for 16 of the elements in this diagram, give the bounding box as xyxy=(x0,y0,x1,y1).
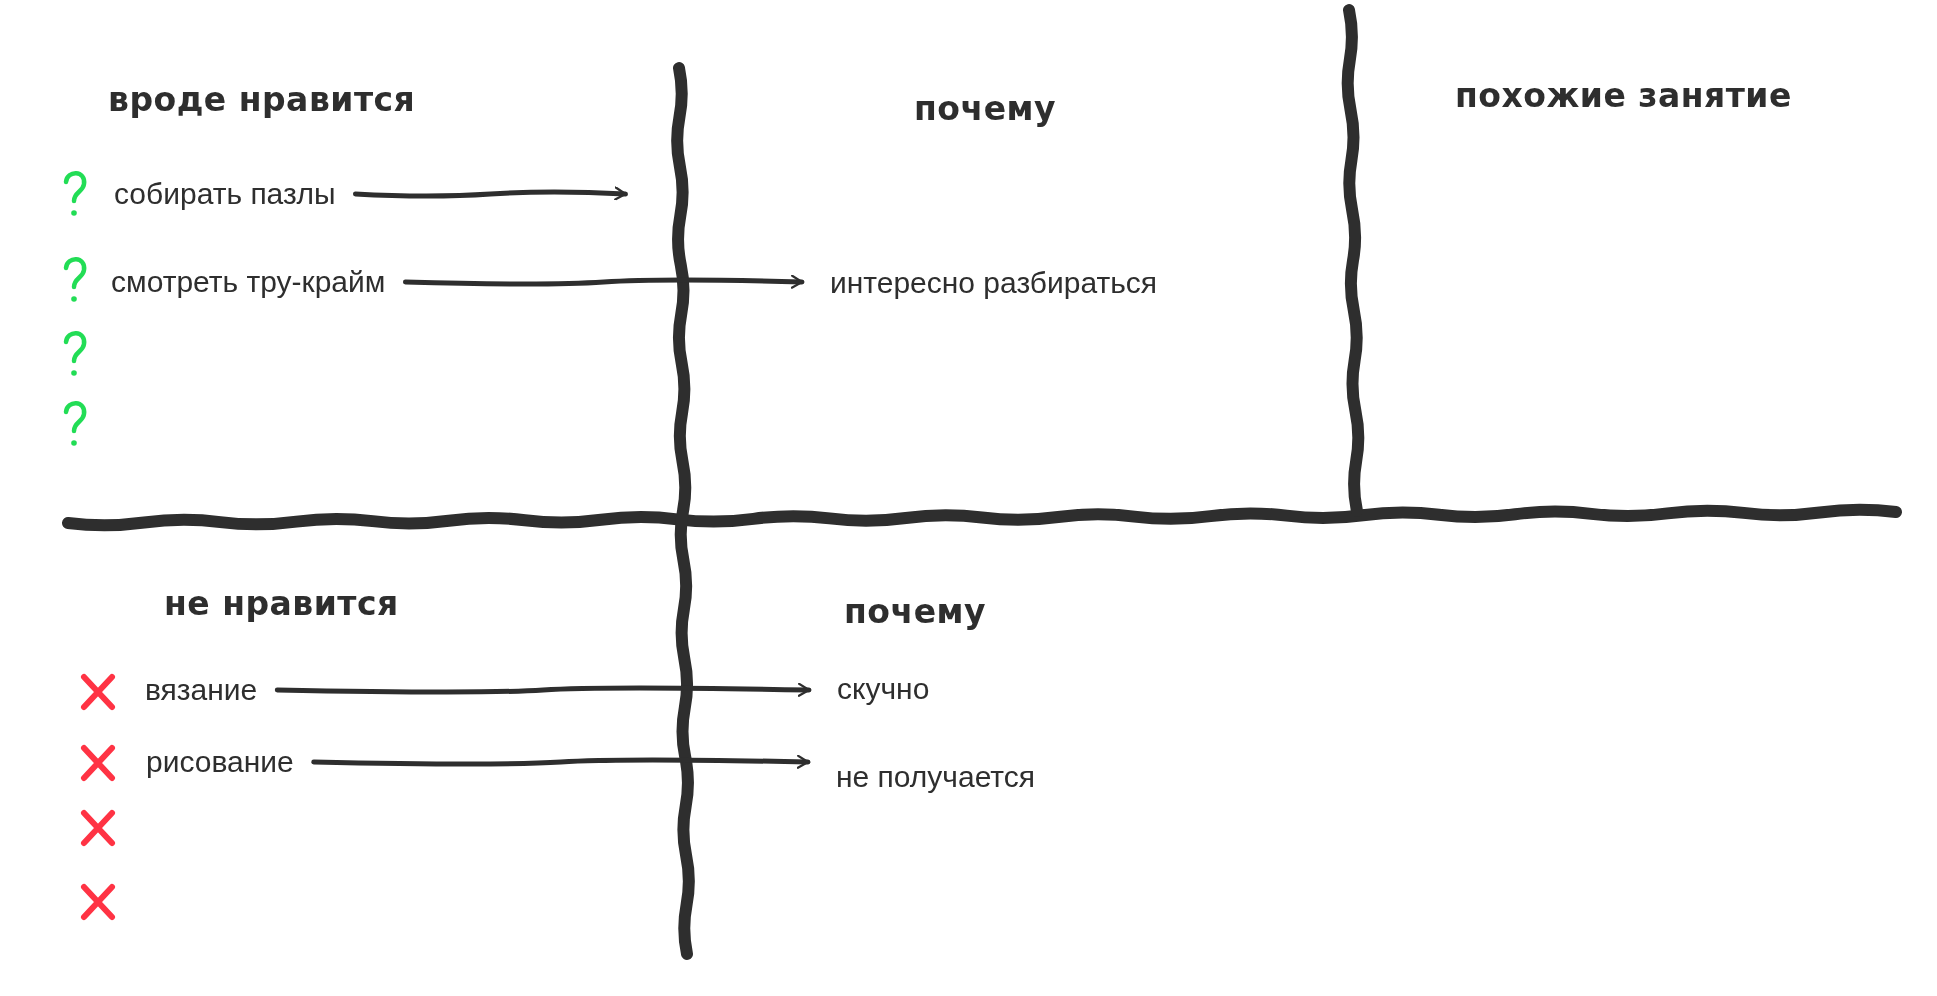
column-heading: вроде нравится xyxy=(108,81,416,119)
arrow xyxy=(402,274,805,289)
reason-text: скучно xyxy=(837,671,930,707)
column-heading: не нравится xyxy=(164,585,399,623)
disliked-item: вязание xyxy=(145,672,258,708)
liked-item: смотреть тру-крайм xyxy=(111,264,386,300)
column-heading: почему xyxy=(914,90,1056,128)
arrow xyxy=(311,754,811,769)
disliked-item: рисование xyxy=(146,744,294,780)
arrow xyxy=(274,682,812,697)
column-heading: почему xyxy=(844,593,986,631)
column-heading: похожие занятие xyxy=(1455,77,1792,115)
arrow xyxy=(352,186,628,201)
reason-text: интересно разбираться xyxy=(830,265,1158,301)
liked-item: собирать пазлы xyxy=(114,176,336,212)
reason-text: не получается xyxy=(836,759,1035,795)
